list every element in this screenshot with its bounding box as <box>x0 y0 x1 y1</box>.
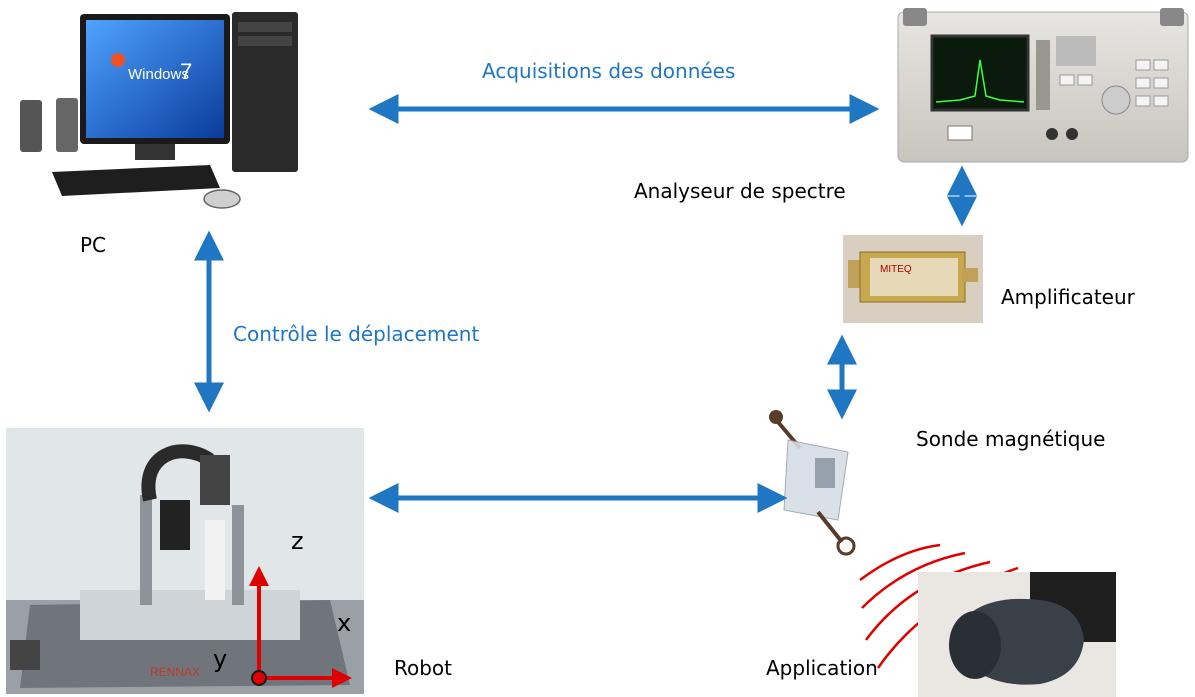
robot-brand-text: RENNAX <box>150 665 200 679</box>
analyzer-knob <box>1101 85 1131 115</box>
pc-image: Windows 7 <box>20 12 298 209</box>
amplifier-image: MITEQ <box>843 235 983 323</box>
robot-label: Robot <box>394 656 453 680</box>
left-speaker <box>20 100 42 152</box>
y-axis-label: y <box>213 645 228 673</box>
magnetic-probe-image <box>769 410 856 556</box>
probe-label: Sonde magnétique <box>916 427 1106 451</box>
spectrum-analyzer-image <box>897 8 1189 163</box>
pc-tower <box>232 12 298 172</box>
robot-image: RENNAX <box>6 428 364 694</box>
application-label: Application <box>766 656 878 680</box>
amplifier-label: Amplificateur <box>1001 285 1135 309</box>
x-axis-label: x <box>337 609 352 637</box>
windows-logo-icon <box>111 53 125 67</box>
mouse <box>203 189 241 209</box>
monitor-brand-text: Windows <box>128 66 189 83</box>
amplifier-brand-text: MITEQ <box>880 264 912 275</box>
monitor-version-text: 7 <box>180 59 192 84</box>
pc-label: PC <box>80 233 107 257</box>
robot-axes <box>249 566 352 688</box>
application-image <box>918 572 1116 697</box>
origin-dot <box>251 670 267 686</box>
keyboard <box>52 165 220 196</box>
z-axis-label: z <box>291 527 304 555</box>
analyzer-screen <box>930 34 1030 112</box>
acquisition-label: Acquisitions des données <box>482 59 736 83</box>
spectrum-analyzer-label: Analyseur de spectre <box>634 179 846 203</box>
right-speaker <box>56 98 78 152</box>
monitor-screen <box>86 20 224 138</box>
control-label: Contrôle le déplacement <box>233 322 480 346</box>
